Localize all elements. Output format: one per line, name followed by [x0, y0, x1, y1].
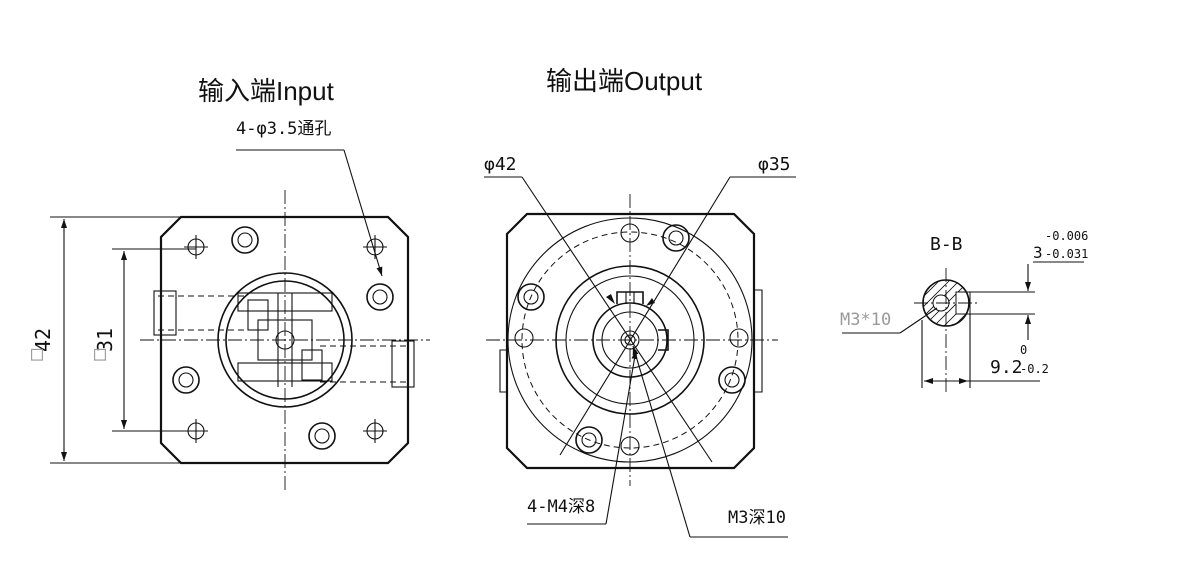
output-keyways: [616, 291, 669, 351]
output-side-boss: [754, 289, 763, 393]
output-tapped-note: 4-M4深8: [527, 497, 595, 517]
output-housing-outline: [505, 212, 756, 470]
dim-42-symbol: □: [31, 341, 43, 365]
dim-31-value: 31: [93, 328, 117, 352]
output-center-tap-note: M3深10: [728, 508, 786, 528]
input-dim-42: 42 □: [31, 216, 180, 464]
input-dim-31: 31 □: [93, 248, 196, 432]
input-screw-channels: [153, 290, 415, 388]
hole-note-leader: [343, 149, 383, 277]
tapped-note-leader: [605, 349, 638, 525]
input-housing-outline: [159, 215, 410, 465]
output-center-tap: [624, 334, 636, 346]
input-through-holes: [184, 235, 387, 443]
output-tapped-holes: [517, 224, 746, 454]
output-pilot-inner: [565, 275, 695, 405]
output-plain-holes: [514, 223, 749, 456]
dia35-leader: [559, 176, 731, 456]
section-bb: B-B M3*10 3 -0.006 -0.031: [840, 229, 1088, 392]
dia35-arrow: [646, 298, 655, 306]
input-counterbored-screws: [172, 226, 394, 450]
section-thread-note: M3*10: [840, 310, 891, 330]
output-dia-42-label: φ42: [484, 154, 517, 175]
key-width-value: 3: [1033, 243, 1043, 262]
key-width-tol-upper: -0.006: [1045, 229, 1088, 243]
input-bore-inner: [225, 280, 345, 400]
input-view: 输入端Input 4-φ3.5通孔: [31, 76, 430, 490]
output-pilot-outer: [555, 265, 705, 415]
dim-31-symbol: □: [94, 341, 106, 365]
output-dia-35-label: φ35: [758, 154, 791, 175]
depth-tol-upper: 0: [1020, 343, 1027, 357]
output-side-boss-left: [499, 349, 507, 393]
output-view: 输出端Output: [484, 66, 796, 538]
thread-note-leader: [899, 307, 938, 334]
dia42-arrow: [606, 294, 615, 304]
output-bolt-circle: [521, 231, 739, 449]
input-hole-note: 4-φ3.5通孔: [236, 119, 331, 139]
output-shaft-outer: [592, 302, 668, 378]
input-bore-outer: [217, 272, 353, 408]
output-title: 输出端Output: [546, 66, 703, 96]
dim-42-value: 42: [31, 328, 55, 352]
output-flange-circle: [507, 217, 753, 463]
input-coupling-clamp: [237, 292, 333, 387]
input-title: 输入端Input: [198, 76, 335, 106]
center-tap-leader: [632, 345, 691, 538]
key-width-tol-lower: -0.031: [1045, 247, 1088, 261]
output-shaft: [601, 311, 659, 369]
dia42-leader: [521, 176, 713, 463]
section-title: B-B: [930, 234, 963, 255]
depth-tol-lower: -0.2: [1020, 362, 1049, 376]
depth-value: 9.2: [990, 357, 1023, 378]
output-center-tap-ring: [620, 330, 640, 350]
